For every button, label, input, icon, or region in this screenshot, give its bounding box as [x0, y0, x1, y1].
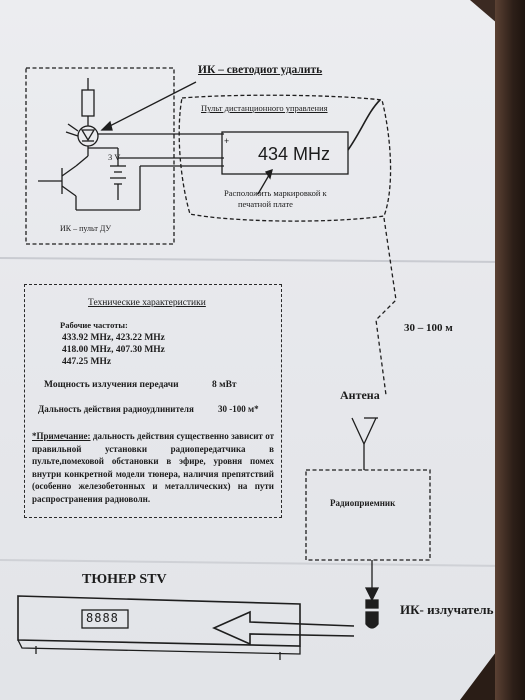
freq-row-3: 447.25 MHz	[62, 357, 112, 367]
distance-label: 30 – 100 м	[404, 322, 453, 334]
note-body: дальность действия существенно зависит о…	[32, 431, 274, 504]
ir-remote-label: ИК – пульт ДУ	[60, 224, 112, 233]
tuner-display-frame	[81, 609, 129, 629]
range-label: Дальность действия радиоудлинителя	[38, 404, 194, 414]
paper-sheet	[0, 0, 505, 700]
power-label: Мощность излучения передачи	[44, 380, 179, 390]
note-head: *Примечание:	[32, 431, 91, 441]
freq-row-2: 418.00 MHz, 407.30 MHz	[62, 345, 165, 355]
remote-label: Пульт дистанционного управления	[201, 103, 328, 113]
specs-box	[24, 284, 282, 518]
remote-enclosure	[178, 94, 392, 222]
freq-label: Рабочие частоты:	[60, 320, 128, 330]
range-value: 30 -100 м*	[218, 404, 259, 414]
antenna-label: Антена	[340, 388, 380, 402]
voltage-label: 3 V	[108, 152, 121, 162]
ir-led-symbol	[77, 125, 99, 147]
note-paragraph: *Примечание: дальность действия существе…	[32, 430, 274, 506]
resistor-symbol	[81, 89, 95, 117]
plus-sign: +	[224, 136, 230, 146]
ir-led-title: ИК – светодиот удалить	[198, 64, 323, 76]
ir-remote-box	[25, 67, 175, 245]
placement-note-line-2: печатной плате	[238, 199, 293, 209]
ir-emitter-label: ИК- излучатель	[400, 602, 494, 617]
tuner-display: 8888	[86, 611, 119, 625]
tuner-label: ТЮНЕР STV	[82, 572, 167, 587]
wood-background	[495, 0, 525, 700]
ir-arrow	[212, 610, 355, 646]
frequency-badge: 434 MHz	[258, 144, 331, 164]
receiver-label: Радиоприемник	[330, 498, 396, 508]
specs-title: Технические характеристики	[88, 298, 206, 308]
transmitter-module	[221, 131, 349, 175]
placement-note-line-1: Расположить маркировкой к	[224, 188, 327, 198]
receiver-box	[305, 469, 431, 561]
power-value: 8 мВт	[212, 380, 237, 390]
tuner-body	[17, 595, 301, 647]
freq-row-1: 433.92 MHz, 423.22 MHz	[62, 333, 165, 343]
